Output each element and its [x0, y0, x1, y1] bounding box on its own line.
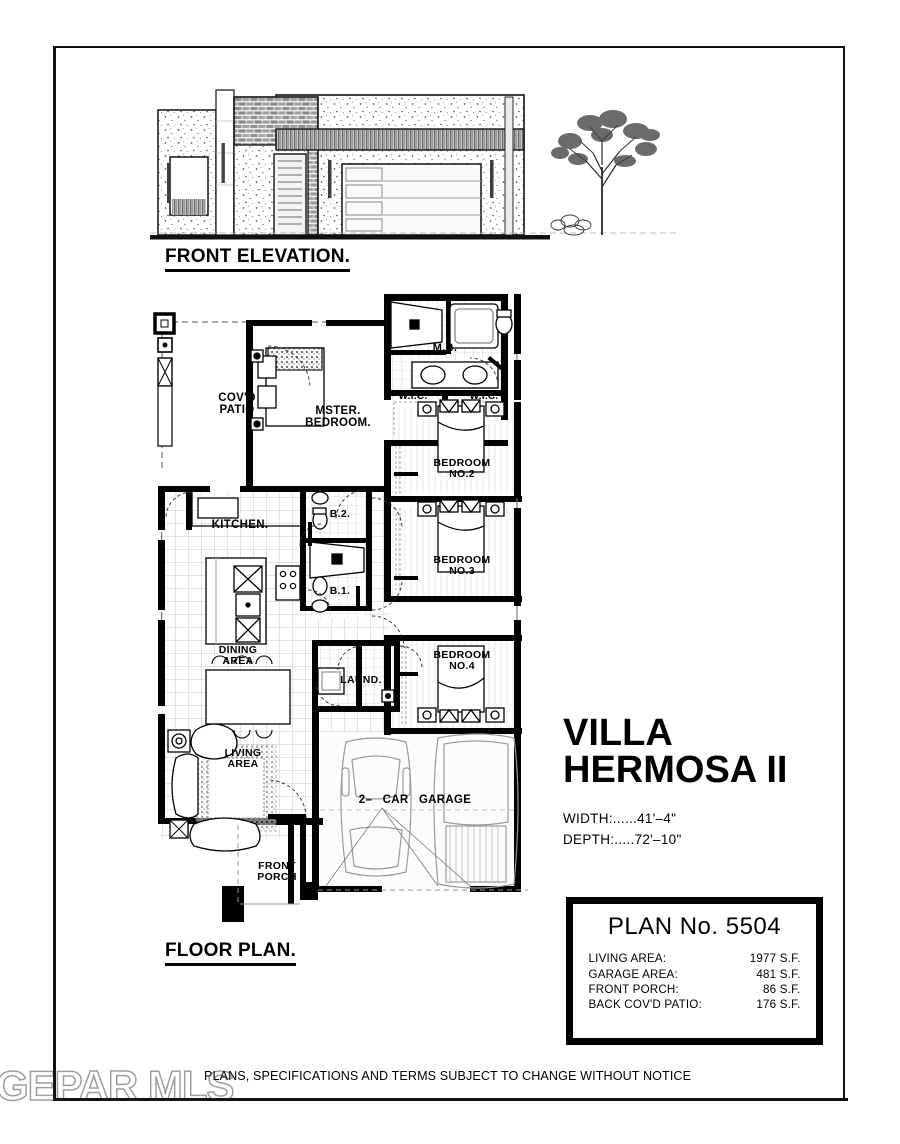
room-label-garage: 2– CAR GARAGE	[358, 794, 472, 806]
area-row: FRONT PORCH: 86 S.F.	[589, 982, 801, 997]
area-row: GARAGE AREA: 481 S.F.	[589, 966, 801, 981]
project-name-line2: HERMOSA II	[563, 749, 788, 792]
room-label-kitchen: KITCHEN.	[211, 519, 269, 531]
area-label: BACK COV'D PATIO:	[588, 998, 702, 1012]
room-label-bath-1: B.1.	[329, 585, 351, 597]
project-name-line1: VILLA	[563, 712, 673, 754]
plan-number: PLAN No. 5504	[607, 913, 782, 940]
room-label-dining-area: DINING AREA	[218, 644, 258, 667]
front-elevation-title: FRONT ELEVATION.	[165, 246, 351, 272]
disclaimer-note: PLANS, SPECIFICATIONS AND TERMS SUBJECT …	[204, 1069, 692, 1083]
floor-plan-title: FLOOR PLAN.	[165, 940, 296, 966]
area-row: LIVING AREA: 1977 S.F.	[589, 951, 801, 966]
width-dimension: WIDTH:......41'–4"	[563, 809, 853, 829]
room-label-covd-patio: COV'D PATIO	[218, 392, 256, 416]
room-label-living-area: LIVING AREA	[224, 747, 262, 770]
room-label-bath-2: B.2.	[329, 508, 351, 520]
area-label: FRONT PORCH:	[588, 982, 679, 996]
project-title-block: VILLA HERMOSA II WIDTH:......41'–4" DEPT…	[563, 712, 853, 850]
area-schedule: LIVING AREA: 1977 S.F. GARAGE AREA: 481 S.F…	[589, 951, 801, 1013]
room-label-bedroom-3: BEDROOM NO.3	[433, 554, 491, 577]
room-label-laundry: LAUND.	[340, 674, 382, 686]
floor-plan-drawing	[150, 290, 540, 935]
area-label: GARAGE AREA:	[588, 967, 678, 981]
area-value: 1977 S.F.	[749, 952, 801, 966]
area-label: LIVING AREA:	[588, 952, 667, 966]
area-value: 86 S.F.	[763, 982, 801, 996]
room-label-bedroom-4: BEDROOM NO.4	[433, 649, 491, 672]
width-label: WIDTH:......	[563, 811, 638, 827]
room-label-wic-right: W.I.C.	[469, 391, 499, 402]
depth-value: 72'–10"	[634, 831, 682, 847]
width-value: 41'–4"	[637, 811, 677, 827]
room-label-master-bath: M.B.	[432, 342, 458, 354]
area-value: 481 S.F.	[756, 967, 801, 981]
overall-dimensions: WIDTH:......41'–4" DEPTH:.....72'–10"	[563, 809, 853, 850]
depth-label: DEPTH:.....	[563, 831, 635, 847]
depth-dimension: DEPTH:.....72'–10"	[563, 830, 853, 850]
sheet-border-bottom	[53, 1098, 848, 1101]
room-label-master-bedroom: MSTER. BEDROOM.	[305, 405, 371, 429]
area-row: BACK COV'D PATIO: 176 S.F.	[589, 997, 801, 1012]
room-label-wic-left: W.I.C.	[398, 391, 428, 402]
plan-number-box: PLAN No. 5504 LIVING AREA:1977 S.F.GARAG…	[566, 897, 823, 1045]
area-value: 176 S.F.	[756, 998, 801, 1012]
room-label-bedroom-2: BEDROOM NO.2	[433, 457, 491, 480]
mls-watermark: GEPAR MLS	[0, 1061, 235, 1110]
front-elevation-drawing	[150, 75, 680, 240]
room-label-front-porch: FRONT PORCH	[257, 860, 297, 883]
